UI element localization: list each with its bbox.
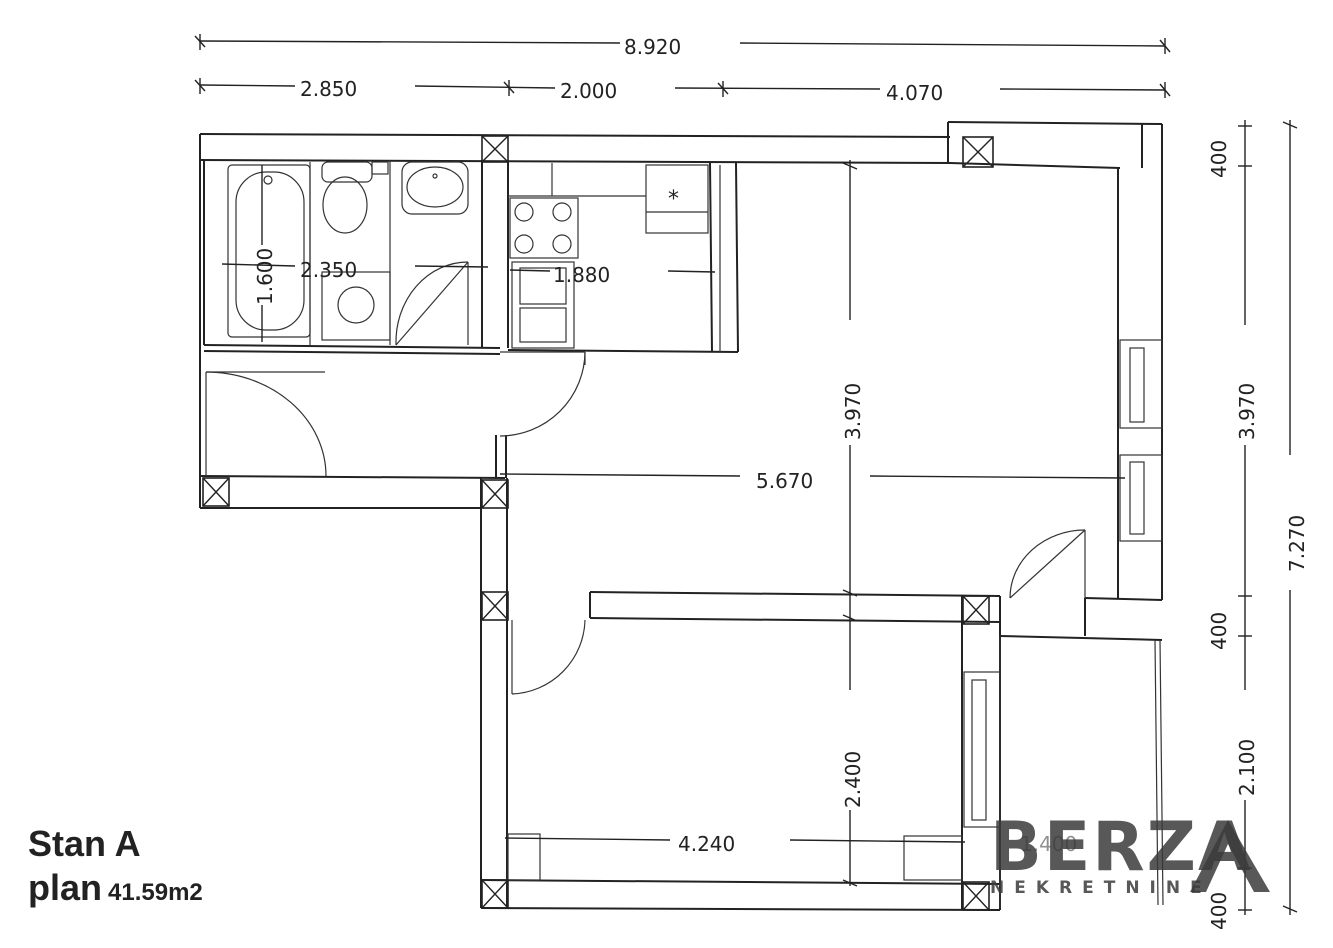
logo-triangle-icon [1190,820,1270,892]
windows [507,339,1163,881]
top-dimension-lines: 8.920 2.850 2.000 4.070 [194,34,1171,105]
dim-right-bottom: 400 [1207,892,1231,930]
kitchen-symbol-text: * [668,187,679,212]
dim-overall-width: 8.920 [624,35,681,59]
dim-bath-height: 1.600 [253,248,277,305]
dim-kitchen-width: 1.880 [553,263,610,287]
bathroom-fixtures [227,160,469,345]
plan-area: 41.59m2 [108,879,203,906]
doors [205,261,1086,695]
structural-columns [202,135,994,911]
kitchen-fixtures: * [508,163,721,352]
dim-segment-3: 4.070 [886,81,943,105]
dim-right-overall: 7.270 [1285,515,1309,572]
walls [199,121,1164,911]
dim-bath-width: 2.350 [300,258,357,282]
plan-label: plan [28,867,103,908]
right-dimension-lines: 400 3.970 7.270 400 2.100 400 [1207,120,1309,930]
dim-segment-1: 2.850 [300,77,357,101]
dim-bedroom-height: 2.400 [841,751,865,808]
logo-sub: NEKRETNINE [990,878,1212,898]
dim-right-mid: 3.970 [1235,383,1259,440]
dim-living-width: 5.670 [756,469,813,493]
dim-balcony-width: 1.400 [1020,832,1077,856]
dim-segment-2: 2.000 [560,79,617,103]
dim-right-top: 400 [1207,140,1231,178]
berza-logo: BERZA NEKRETNINE [985,808,1285,918]
interior-dimensions: 2.350 1.600 1.880 3.970 5.670 2.400 4.24… [221,160,1126,887]
dim-right-lower: 400 [1207,612,1231,650]
dim-bedroom-width: 4.240 [678,832,735,856]
dim-right-balcony: 2.100 [1235,739,1259,796]
plan-title: Stan A [28,823,141,864]
dim-living-height: 3.970 [841,383,865,440]
